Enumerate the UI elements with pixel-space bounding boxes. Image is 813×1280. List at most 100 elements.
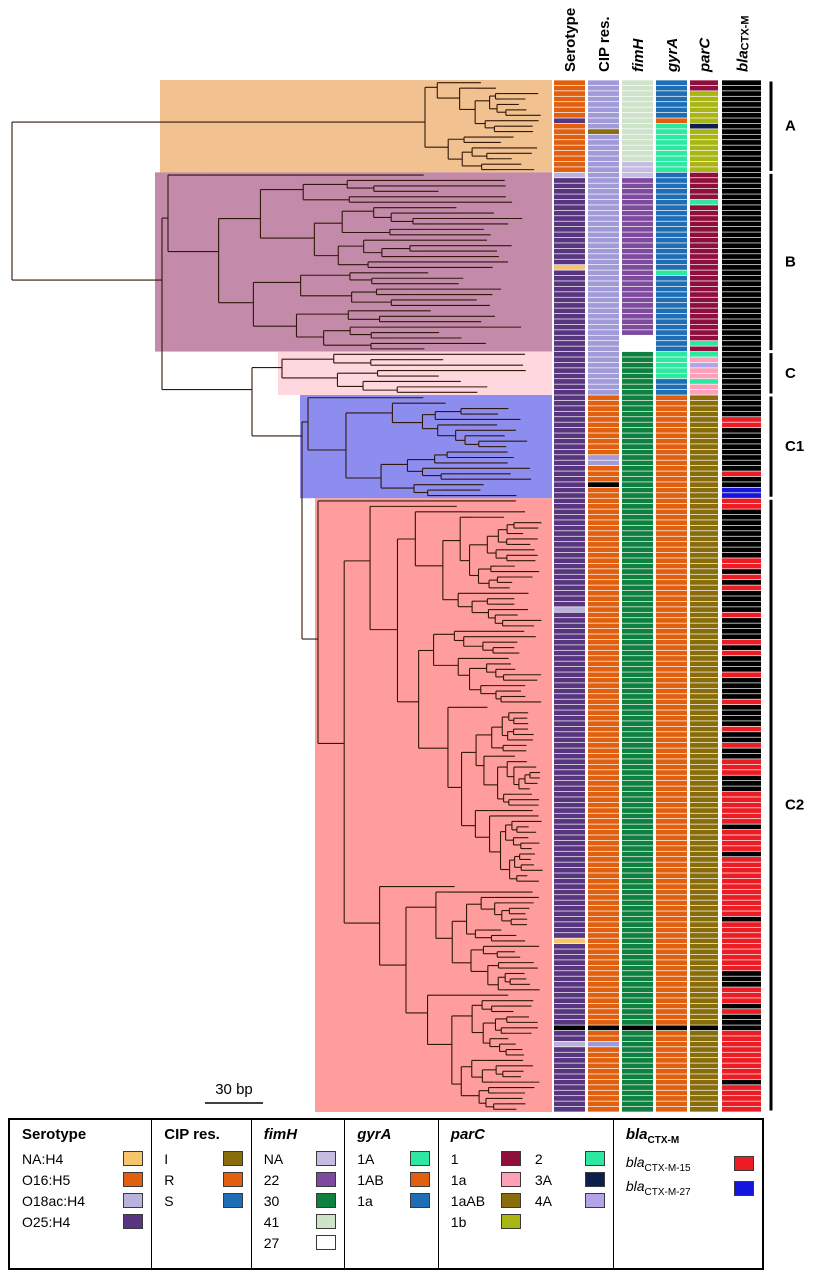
legend-item: NA:H4: [22, 1151, 144, 1167]
heatmap-cell-serotype: [554, 1079, 585, 1085]
heatmap-cell-gyrA: [656, 161, 687, 167]
heatmap-cell-serotype: [554, 824, 585, 830]
heatmap-cell-cip: [588, 422, 619, 428]
heatmap-cell-gyrA: [656, 248, 687, 254]
heatmap-cell-gyrA: [656, 960, 687, 965]
heatmap-cell-gyrA: [656, 748, 687, 754]
heatmap-cell-gyrA: [656, 650, 687, 656]
heatmap-cell-fimH: [622, 444, 653, 449]
heatmap-cell-parC: [690, 433, 718, 439]
heatmap-cell-gyrA: [656, 645, 687, 650]
heatmap-cell-fimH: [622, 1014, 653, 1020]
heatmap-cell-bla: [722, 721, 761, 727]
heatmap-cell-cip: [588, 286, 619, 292]
heatmap-cell-fimH: [622, 563, 653, 569]
heatmap-cell-bla: [722, 199, 761, 205]
heatmap-cell-parC: [690, 476, 718, 482]
heatmap-cell-serotype: [554, 504, 585, 509]
heatmap-cell-gyrA: [656, 927, 687, 933]
heatmap-cell-parC: [690, 634, 718, 640]
heatmap-cell-serotype: [554, 992, 585, 998]
heatmap-cell-fimH: [622, 552, 653, 558]
heatmap-cell-parC: [690, 254, 718, 259]
heatmap-cell-fimH: [622, 677, 653, 683]
heatmap-cell-serotype: [554, 1020, 585, 1025]
heatmap-cell-serotype: [554, 802, 585, 808]
heatmap-cell-fimH: [622, 167, 653, 172]
legend-item: 1b: [451, 1214, 521, 1230]
heatmap-cell-gyrA: [656, 400, 687, 406]
heatmap-cell-serotype: [554, 878, 585, 884]
heatmap-cell-gyrA: [656, 406, 687, 411]
legend-swatch: [734, 1155, 754, 1171]
heatmap-cell-cip: [588, 346, 619, 352]
heatmap-cell-fimH: [622, 808, 653, 813]
heatmap-cell-bla: [722, 884, 761, 889]
heatmap-cell-fimH: [622, 905, 653, 911]
heatmap-cell-bla: [722, 1085, 761, 1090]
legend-item-label: 2: [534, 1150, 543, 1167]
heatmap-cell-fimH: [622, 1101, 653, 1107]
heatmap-cell-bla: [722, 498, 761, 504]
heatmap-cell-parC: [690, 525, 718, 531]
heatmap-cell-fimH: [622, 509, 653, 515]
heatmap-cell-serotype: [554, 645, 585, 650]
heatmap-cell-gyrA: [656, 1063, 687, 1069]
heatmap-cell-gyrA: [656, 150, 687, 156]
heatmap-cell-parC: [690, 504, 718, 509]
heatmap-cell-parC: [690, 1025, 718, 1031]
heatmap-cell-parC: [690, 373, 718, 379]
heatmap-cell-bla: [722, 216, 761, 221]
heatmap-cell-cip: [588, 498, 619, 504]
heatmap-cell-parC: [690, 704, 718, 710]
heatmap-cell-bla: [722, 596, 761, 602]
heatmap-cell-parC: [690, 281, 718, 287]
heatmap-cell-fimH: [622, 666, 653, 672]
heatmap-cell-gyrA: [656, 324, 687, 330]
heatmap-cell-serotype: [554, 987, 585, 993]
heatmap-cell-bla: [722, 112, 761, 118]
heatmap-cell-gyrA: [656, 1058, 687, 1063]
legend-swatch: [316, 1235, 337, 1250]
heatmap-cell-fimH: [622, 1020, 653, 1025]
heatmap-cell-gyrA: [656, 254, 687, 259]
heatmap-cell-bla: [722, 563, 761, 569]
heatmap-cell-bla: [722, 938, 761, 944]
heatmap-cell-fimH: [622, 161, 653, 167]
heatmap-cell-parC: [690, 666, 718, 672]
heatmap-cell-gyrA: [656, 916, 687, 922]
heatmap-cell-gyrA: [656, 634, 687, 640]
heatmap-cell-fimH: [622, 433, 653, 439]
heatmap-cell-fimH: [622, 308, 653, 314]
heatmap-cell-cip: [588, 1085, 619, 1090]
heatmap-cell-bla: [722, 590, 761, 596]
heatmap-cell-fimH: [622, 721, 653, 727]
heatmap-cell-fimH: [622, 243, 653, 249]
legend-item-label: 1b: [450, 1213, 467, 1230]
heatmap-cell-parC: [690, 732, 718, 737]
heatmap-cell-fimH: [622, 824, 653, 830]
heatmap-cell-parC: [690, 743, 718, 748]
heatmap-cell-bla: [722, 900, 761, 906]
heatmap-cell-serotype: [554, 938, 585, 944]
heatmap-cell-gyrA: [656, 395, 687, 401]
heatmap-cell-cip: [588, 585, 619, 591]
heatmap-cell-parC: [690, 656, 718, 661]
heatmap-cell-cip: [588, 552, 619, 558]
heatmap-cell-parC: [690, 129, 718, 134]
heatmap-cell-cip: [588, 607, 619, 612]
heatmap-cell-parC: [690, 1101, 718, 1107]
heatmap-cell-serotype: [554, 922, 585, 927]
heatmap-cell-serotype: [554, 981, 585, 987]
heatmap-cell-gyrA: [656, 607, 687, 612]
heatmap-cell-serotype: [554, 563, 585, 569]
heatmap-cell-bla: [722, 449, 761, 455]
heatmap-cell-parC: [690, 455, 718, 460]
heatmap-cell-bla: [722, 145, 761, 151]
heatmap-cell-serotype: [554, 525, 585, 531]
heatmap-cell-cip: [588, 449, 619, 455]
legend-item-label: 4A: [534, 1192, 552, 1209]
